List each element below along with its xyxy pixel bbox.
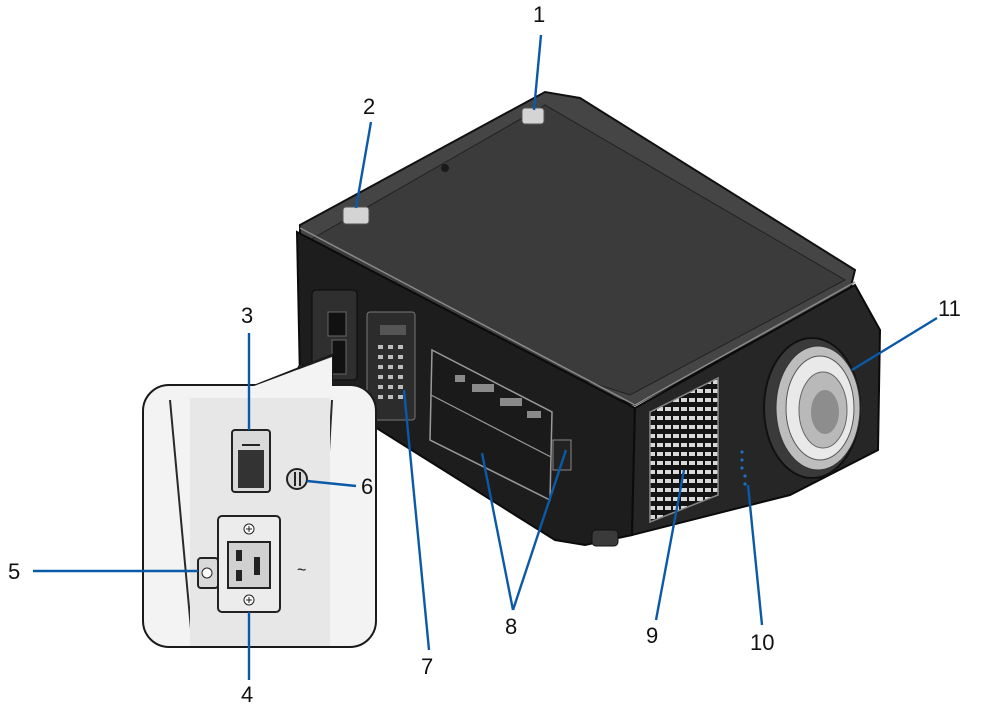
callout-numbers: 1 2 3 4 5 6 7 8 9 10 11 (8, 2, 961, 707)
top-handle-front (342, 206, 370, 225)
top-handle-rear (521, 107, 545, 125)
callout-11: 11 (938, 296, 961, 321)
air-vent (649, 376, 719, 524)
callout-9: 9 (646, 623, 658, 648)
callout-3: 3 (241, 303, 253, 328)
callout-6: 6 (361, 474, 373, 499)
circuit-breaker (286, 468, 308, 490)
leader-8a (480, 452, 515, 611)
leader-11 (851, 316, 938, 372)
callout-2: 2 (363, 94, 375, 119)
leader-6 (306, 479, 357, 488)
callout-1: 1 (533, 2, 545, 27)
control-panel (366, 311, 416, 421)
inset-connector-detail: ~ (142, 353, 377, 648)
leader-10 (746, 484, 764, 626)
io-board-slots (429, 348, 572, 502)
leader-2 (354, 121, 373, 209)
remote-sensor (740, 450, 747, 486)
callout-7: 7 (421, 654, 433, 679)
callout-4: 4 (241, 682, 253, 707)
leader-lines (33, 34, 938, 680)
svg-text:~: ~ (297, 562, 306, 579)
leader-7 (402, 389, 431, 651)
callout-8: 8 (505, 614, 517, 639)
callout-10: 10 (750, 630, 774, 655)
leader-8b (511, 449, 568, 611)
callout-5: 5 (8, 559, 20, 584)
lens (763, 337, 861, 479)
leader-9 (654, 469, 686, 621)
leader-1 (532, 34, 543, 111)
